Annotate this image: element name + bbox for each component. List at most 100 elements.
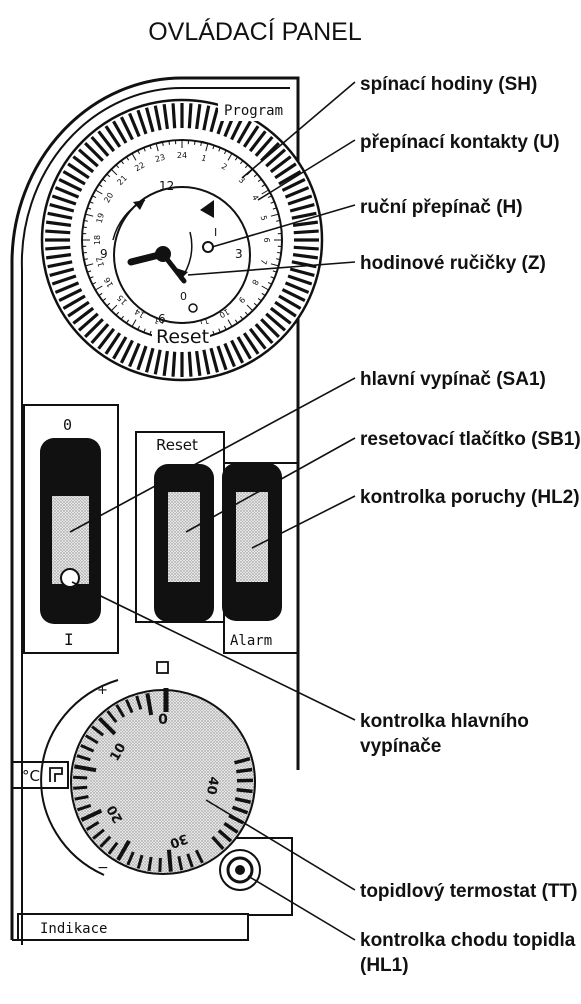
timer-segment[interactable] <box>83 141 104 162</box>
timer-segment[interactable] <box>136 345 148 371</box>
timer-segment[interactable] <box>171 351 177 377</box>
timer-segment[interactable] <box>67 300 90 318</box>
timer-segment[interactable] <box>45 229 71 235</box>
timer-segment[interactable] <box>51 274 77 286</box>
timer-segment[interactable] <box>195 350 202 377</box>
timer-segment[interactable] <box>67 162 90 180</box>
timer-segment[interactable] <box>269 306 292 325</box>
timer-segment[interactable] <box>47 211 73 220</box>
timer-segment[interactable] <box>144 107 155 133</box>
thermostat-tick <box>73 785 88 790</box>
timer-segment[interactable] <box>287 274 313 286</box>
timer-segment[interactable] <box>119 116 134 141</box>
timer-segment[interactable] <box>58 288 83 303</box>
timer-segment[interactable] <box>187 103 193 129</box>
timer-segment[interactable] <box>260 141 281 162</box>
timer-segment[interactable] <box>248 130 267 153</box>
timer-segment[interactable] <box>97 327 116 350</box>
timer-segment[interactable] <box>72 306 95 325</box>
timer-segment[interactable] <box>128 112 141 138</box>
timer-segment[interactable] <box>289 267 315 278</box>
timer-segment[interactable] <box>45 253 72 260</box>
timer-segment[interactable] <box>90 135 110 157</box>
timer-segment[interactable] <box>104 332 122 355</box>
timer-segment[interactable] <box>242 332 260 355</box>
timer-segment[interactable] <box>136 109 148 135</box>
timer-segment[interactable] <box>281 288 306 303</box>
timer-segment[interactable] <box>254 323 274 345</box>
timer-segment[interactable] <box>281 177 306 192</box>
timer-segment[interactable] <box>292 253 319 260</box>
manual-switch-knob[interactable] <box>202 241 214 253</box>
timer-segment[interactable] <box>230 339 245 364</box>
timer-segment[interactable] <box>62 294 86 310</box>
timer-segment[interactable] <box>202 349 211 375</box>
timer-segment[interactable] <box>119 339 134 364</box>
timer-segment[interactable] <box>144 347 155 373</box>
leader-sh <box>241 81 356 179</box>
timer-segment[interactable] <box>248 327 267 350</box>
timer-switch[interactable]: 241234567891011121314151617181920212223 … <box>40 98 324 382</box>
timer-segment[interactable] <box>49 202 75 213</box>
main-switch[interactable]: 0 I <box>23 404 119 654</box>
timer-segment[interactable] <box>291 211 317 220</box>
timer-segment[interactable] <box>54 186 80 199</box>
timer-segment[interactable] <box>51 194 77 206</box>
timer-segment[interactable] <box>242 125 260 148</box>
timer-segment[interactable] <box>202 105 211 131</box>
timer-segment[interactable] <box>292 220 319 227</box>
timer-segment[interactable] <box>58 177 83 192</box>
timer-segment[interactable] <box>112 120 128 144</box>
timer-segment[interactable] <box>112 336 128 360</box>
timer-segment[interactable] <box>223 342 236 368</box>
timer-segment[interactable] <box>278 294 302 310</box>
timer-segment[interactable] <box>128 342 141 368</box>
timer-segment[interactable] <box>54 281 80 294</box>
timer-segment[interactable] <box>72 155 95 174</box>
indicator-plate <box>17 913 249 941</box>
timer-segment[interactable] <box>90 323 110 345</box>
timer-segment[interactable] <box>236 336 252 360</box>
timer-segment[interactable] <box>260 318 281 339</box>
timer-segment[interactable] <box>104 125 122 148</box>
timer-segment[interactable] <box>284 186 310 199</box>
timer-segment[interactable] <box>77 312 99 332</box>
thermostat-dial[interactable]: + − 0 10 20 30 40 <box>40 661 256 876</box>
timer-segment[interactable] <box>284 281 310 294</box>
timer-segment[interactable] <box>77 148 99 168</box>
timer-segment[interactable] <box>153 105 162 131</box>
timer-segment[interactable] <box>274 162 297 180</box>
timer-segment[interactable] <box>171 103 177 129</box>
timer-segment[interactable] <box>162 350 169 377</box>
timer-segment[interactable] <box>209 107 220 133</box>
thermostat-tick <box>194 849 204 864</box>
timer-segment[interactable] <box>97 130 116 153</box>
timer-segment[interactable] <box>265 312 287 332</box>
timer-segment[interactable] <box>62 170 86 186</box>
reset-button[interactable]: Reset <box>135 431 225 623</box>
timer-segment[interactable] <box>287 194 313 206</box>
timer-segment[interactable] <box>209 347 220 373</box>
timer-segment[interactable] <box>269 155 292 174</box>
timer-segment[interactable] <box>236 120 252 144</box>
timer-segment[interactable] <box>216 345 228 371</box>
timer-segment[interactable] <box>153 349 162 375</box>
timer-segment[interactable] <box>49 267 75 278</box>
timer-segment[interactable] <box>45 220 72 227</box>
timer-segment[interactable] <box>278 170 302 186</box>
timer-segment[interactable] <box>293 229 319 235</box>
timer-segment[interactable] <box>45 245 71 251</box>
timer-minor-tick <box>272 270 277 273</box>
timer-segment[interactable] <box>187 351 193 377</box>
timer-segment[interactable] <box>195 103 202 130</box>
timer-segment[interactable] <box>265 148 287 168</box>
timer-segment[interactable] <box>162 103 169 130</box>
timer-segment[interactable] <box>83 318 104 339</box>
timer-segment[interactable] <box>254 135 274 157</box>
timer-24h-number: 18 <box>93 235 102 245</box>
timer-segment[interactable] <box>274 300 297 318</box>
thermostat-knob[interactable] <box>70 689 256 875</box>
timer-segment[interactable] <box>289 202 315 213</box>
timer-segment[interactable] <box>47 260 73 269</box>
timer-segment[interactable] <box>293 245 319 251</box>
